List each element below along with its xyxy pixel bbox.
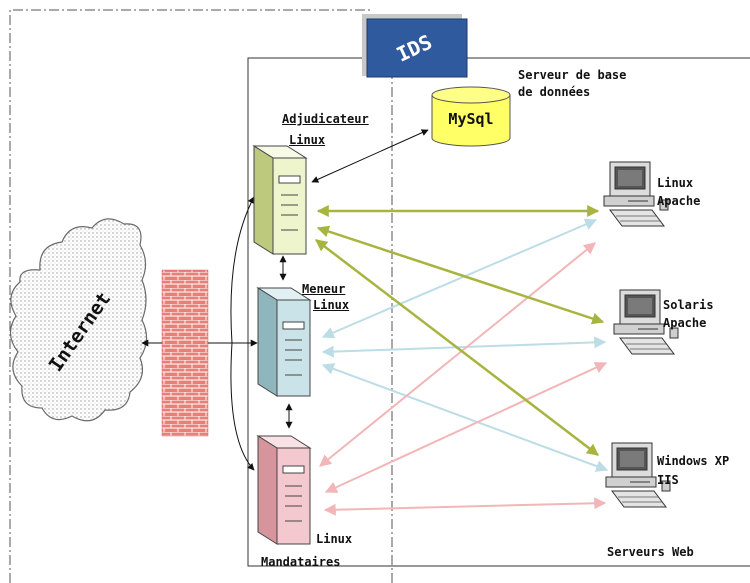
mysql-label: MySql (448, 110, 493, 128)
mandataires-server-icon (256, 435, 312, 545)
web-server-solaris-os: Solaris (663, 298, 714, 312)
mandataires-os-label: Linux (316, 532, 353, 546)
firewall-mandataires-link (230, 342, 255, 471)
adjudicateur-os-label: Linux (289, 133, 326, 147)
database-title-line1: Serveur de base (518, 68, 627, 82)
meneur-server-icon (256, 287, 312, 397)
web-server-windows-app: IIS (657, 473, 679, 487)
mandataires-linux-link (319, 242, 596, 467)
web-servers-title: Serveurs Web (607, 545, 694, 559)
adjudicateur-server-icon (252, 145, 308, 255)
mandataires-windows-link (323, 497, 607, 516)
outer-frame (9, 9, 372, 583)
meneur-label: Meneur (302, 282, 346, 296)
computer-icon-windows (605, 442, 671, 508)
internet-cloud: Internet (9, 218, 148, 422)
database-title-line2: de données (518, 85, 591, 99)
mysql-database: MySql (431, 86, 511, 147)
network-zone-frame (247, 57, 750, 567)
adjudicateur-mysql-link (311, 129, 429, 183)
adjudicateur-windows-link (315, 239, 599, 456)
firewall-icon (161, 269, 209, 437)
web-server-solaris-app: Apache (663, 316, 707, 330)
mandataires-label: Mandataires (261, 555, 341, 569)
meneur-os-label: Linux (313, 298, 350, 312)
computer-icon-solaris (613, 289, 679, 355)
meneur-windows-link (321, 363, 609, 472)
firewall-adjudicateur-link (230, 196, 255, 344)
web-server-linux-os: Linux (657, 176, 694, 190)
web-server-linux-app: Apache (657, 194, 701, 208)
web-server-windows-os: Windows XP (657, 454, 730, 468)
meneur-linux-link (321, 218, 598, 339)
computer-icon-linux (603, 161, 669, 227)
adjudicateur-label: Adjudicateur (282, 112, 369, 126)
ids-box: IDS (362, 14, 468, 78)
